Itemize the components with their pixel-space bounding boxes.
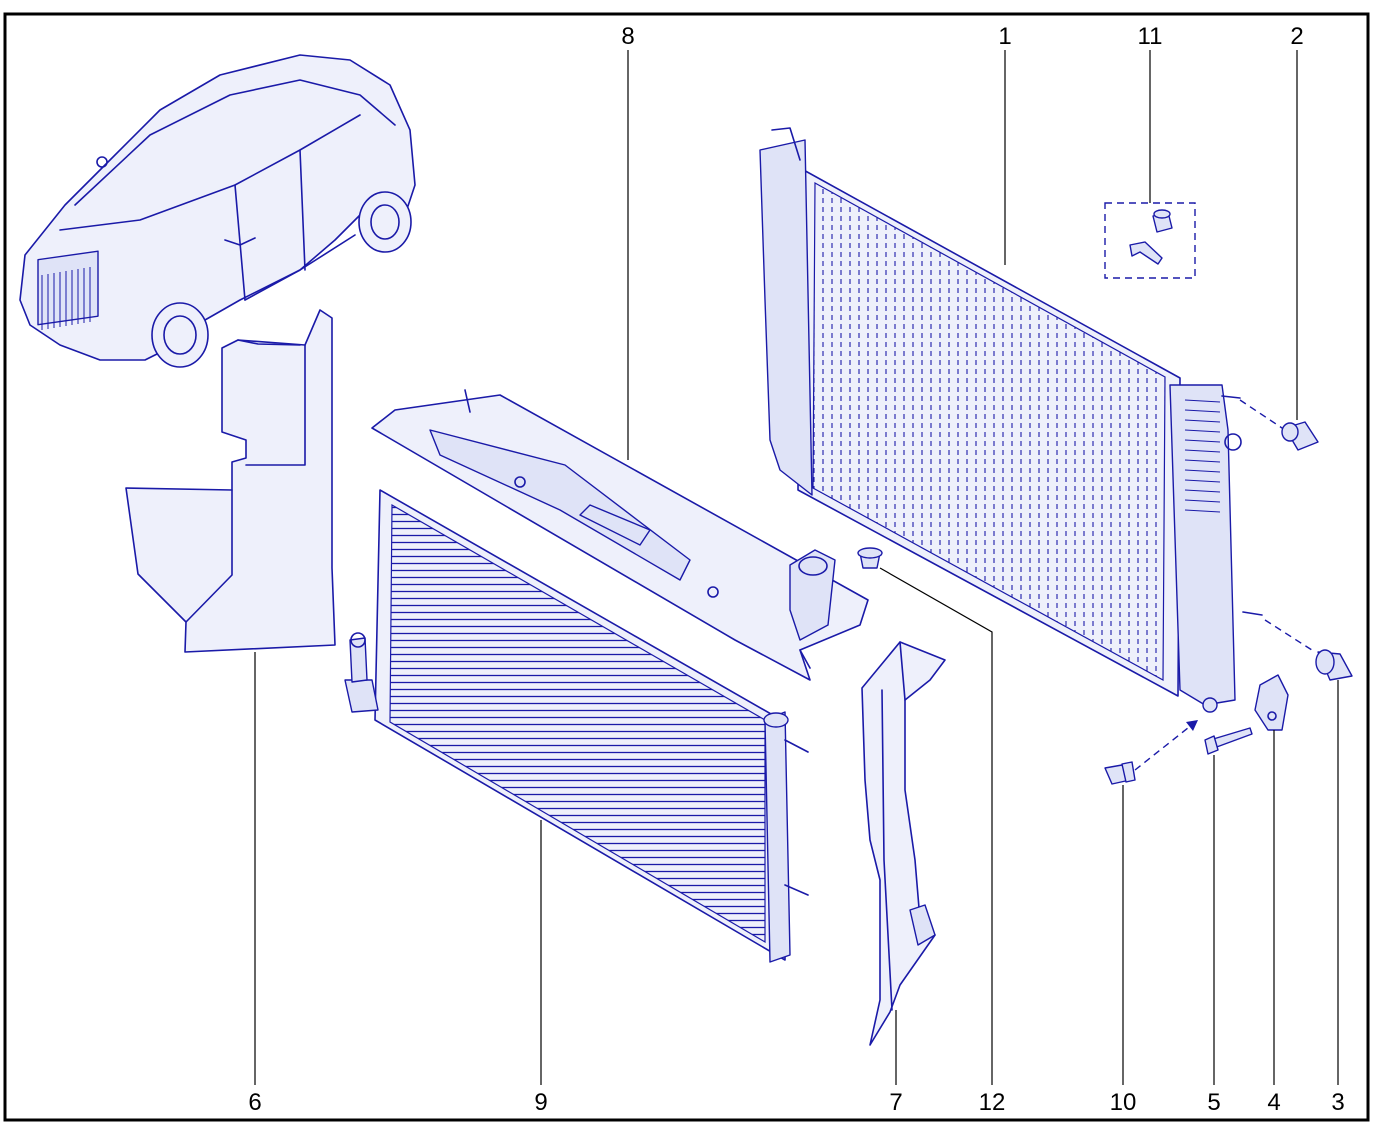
part-11-fastener-kit [1104, 202, 1196, 279]
part-9-condenser [344, 489, 809, 963]
part-10-drain-plug [1104, 719, 1199, 785]
callout-10: 10 [1110, 1089, 1137, 1116]
callout-7: 7 [889, 1089, 902, 1116]
callout-6: 6 [248, 1089, 261, 1116]
callout-labels: 1 2 3 4 5 6 7 8 9 10 11 12 [248, 23, 1344, 1116]
part-1-radiator [759, 127, 1263, 713]
part-3-lower-mount [1264, 619, 1353, 681]
vehicle-overview [19, 54, 416, 368]
callout-2: 2 [1290, 23, 1303, 50]
part-5-bolt [1204, 727, 1253, 755]
part-8-upper-cross-member [371, 389, 869, 681]
part-6-left-air-guide [125, 309, 336, 653]
callout-4: 4 [1267, 1089, 1280, 1116]
callout-9: 9 [534, 1089, 547, 1116]
leader-lines [254, 50, 1339, 1085]
callout-11: 11 [1138, 23, 1163, 50]
callout-5: 5 [1207, 1089, 1220, 1116]
part-7-right-air-guide [861, 641, 946, 1046]
callout-1: 1 [998, 23, 1011, 50]
part-12-clip [857, 547, 883, 569]
part-4-bracket [1254, 674, 1289, 731]
callout-12: 12 [979, 1089, 1006, 1116]
diagram-frame [3, 12, 1370, 1122]
callout-3: 3 [1331, 1089, 1344, 1116]
leader-12 [879, 567, 993, 1085]
part-2-upper-mount [1239, 399, 1319, 451]
callout-8: 8 [621, 23, 634, 50]
